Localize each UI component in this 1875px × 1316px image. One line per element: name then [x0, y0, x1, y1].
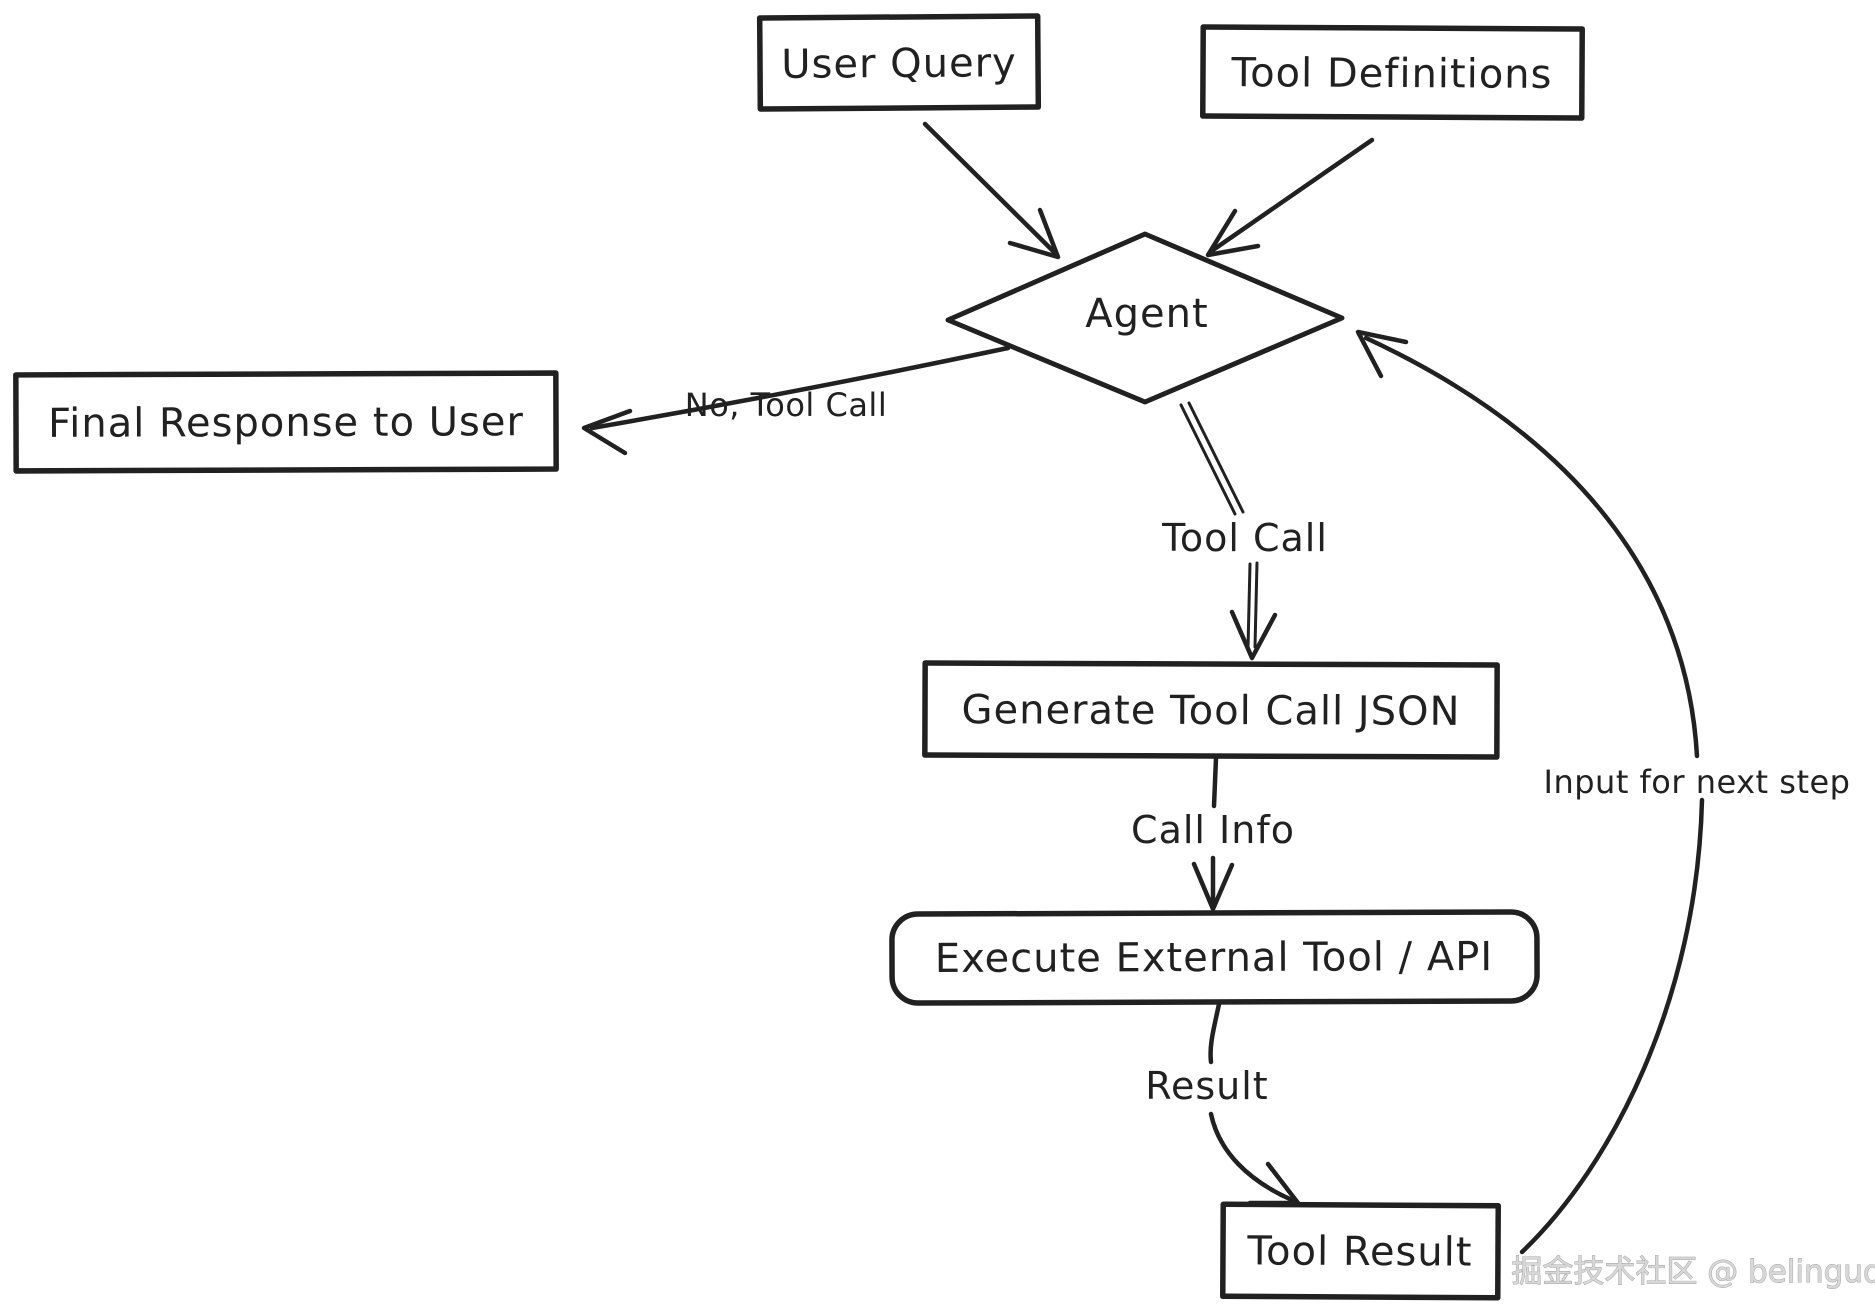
node-final-response: Final Response to User — [13, 370, 559, 474]
arrowhead-icon — [1355, 329, 1409, 379]
arrowhead-icon — [1191, 861, 1235, 912]
edge-tool-result-to-agent: Input for next step — [1355, 329, 1851, 1255]
edge-agent-to-generate: Tool Call — [1161, 401, 1328, 661]
edge-label-call-info: Call Info — [1131, 808, 1295, 852]
watermark: 掘金技术社区 @ belingud — [1511, 1254, 1875, 1290]
edge-tool-definitions-to-agent — [1205, 137, 1375, 258]
edge-label-input-for-next-step: Input for next step — [1544, 763, 1851, 801]
edge-line — [589, 345, 1011, 431]
edge-line — [1187, 401, 1245, 514]
agent-diamond — [945, 231, 1345, 405]
edge-line — [1208, 1111, 1295, 1203]
generate-tool-call-json-box — [922, 660, 1500, 760]
tool-result-label: Tool Result — [1246, 1228, 1472, 1275]
edge-line — [1363, 335, 1700, 759]
edge-label-no-tool-call: No, Tool Call — [685, 386, 887, 424]
agent-label: Agent — [1085, 291, 1208, 337]
edge-generate-to-execute: Call Info — [1131, 755, 1295, 912]
edge-line — [1208, 1001, 1222, 1065]
edge-line — [1519, 797, 1705, 1255]
tool-result-box — [1220, 1201, 1501, 1301]
node-user-query: User Query — [756, 13, 1042, 112]
arrowhead-icon — [1247, 1161, 1301, 1206]
final-response-box — [13, 370, 559, 474]
execute-external-tool-box — [889, 909, 1540, 1006]
edge-label-result: Result — [1145, 1064, 1268, 1108]
edge-line — [1179, 403, 1237, 516]
edge-line — [922, 121, 1057, 255]
tool-definitions-box — [1200, 24, 1585, 121]
edge-line — [1210, 137, 1375, 253]
generate-tool-call-json-label: Generate Tool Call JSON — [961, 687, 1460, 735]
edge-line — [1246, 562, 1252, 650]
final-response-label: Final Response to User — [48, 399, 524, 447]
edge-label-tool-call: Tool Call — [1161, 516, 1328, 560]
arrowhead-icon — [1007, 207, 1061, 260]
edge-line — [1211, 755, 1219, 809]
node-agent: Agent — [945, 231, 1345, 405]
arrowhead-icon — [1205, 208, 1261, 258]
tool-definitions-label: Tool Definitions — [1230, 50, 1552, 98]
user-query-label: User Query — [781, 40, 1017, 88]
node-tool-result: Tool Result — [1220, 1201, 1501, 1301]
execute-external-tool-label: Execute External Tool / API — [935, 934, 1493, 982]
edge-line — [1253, 561, 1259, 649]
edge-execute-to-tool-result: Result — [1145, 1001, 1301, 1206]
edge-user-query-to-agent — [922, 121, 1061, 260]
node-generate-tool-call-json: Generate Tool Call JSON — [922, 660, 1500, 760]
arrowhead-icon — [581, 408, 633, 456]
node-execute-external-tool: Execute External Tool / API — [889, 909, 1540, 1006]
node-tool-definitions: Tool Definitions — [1200, 24, 1585, 121]
arrowhead-icon — [1229, 609, 1278, 661]
user-query-box — [756, 13, 1042, 112]
edge-agent-to-final-response: No, Tool Call — [581, 345, 1011, 456]
